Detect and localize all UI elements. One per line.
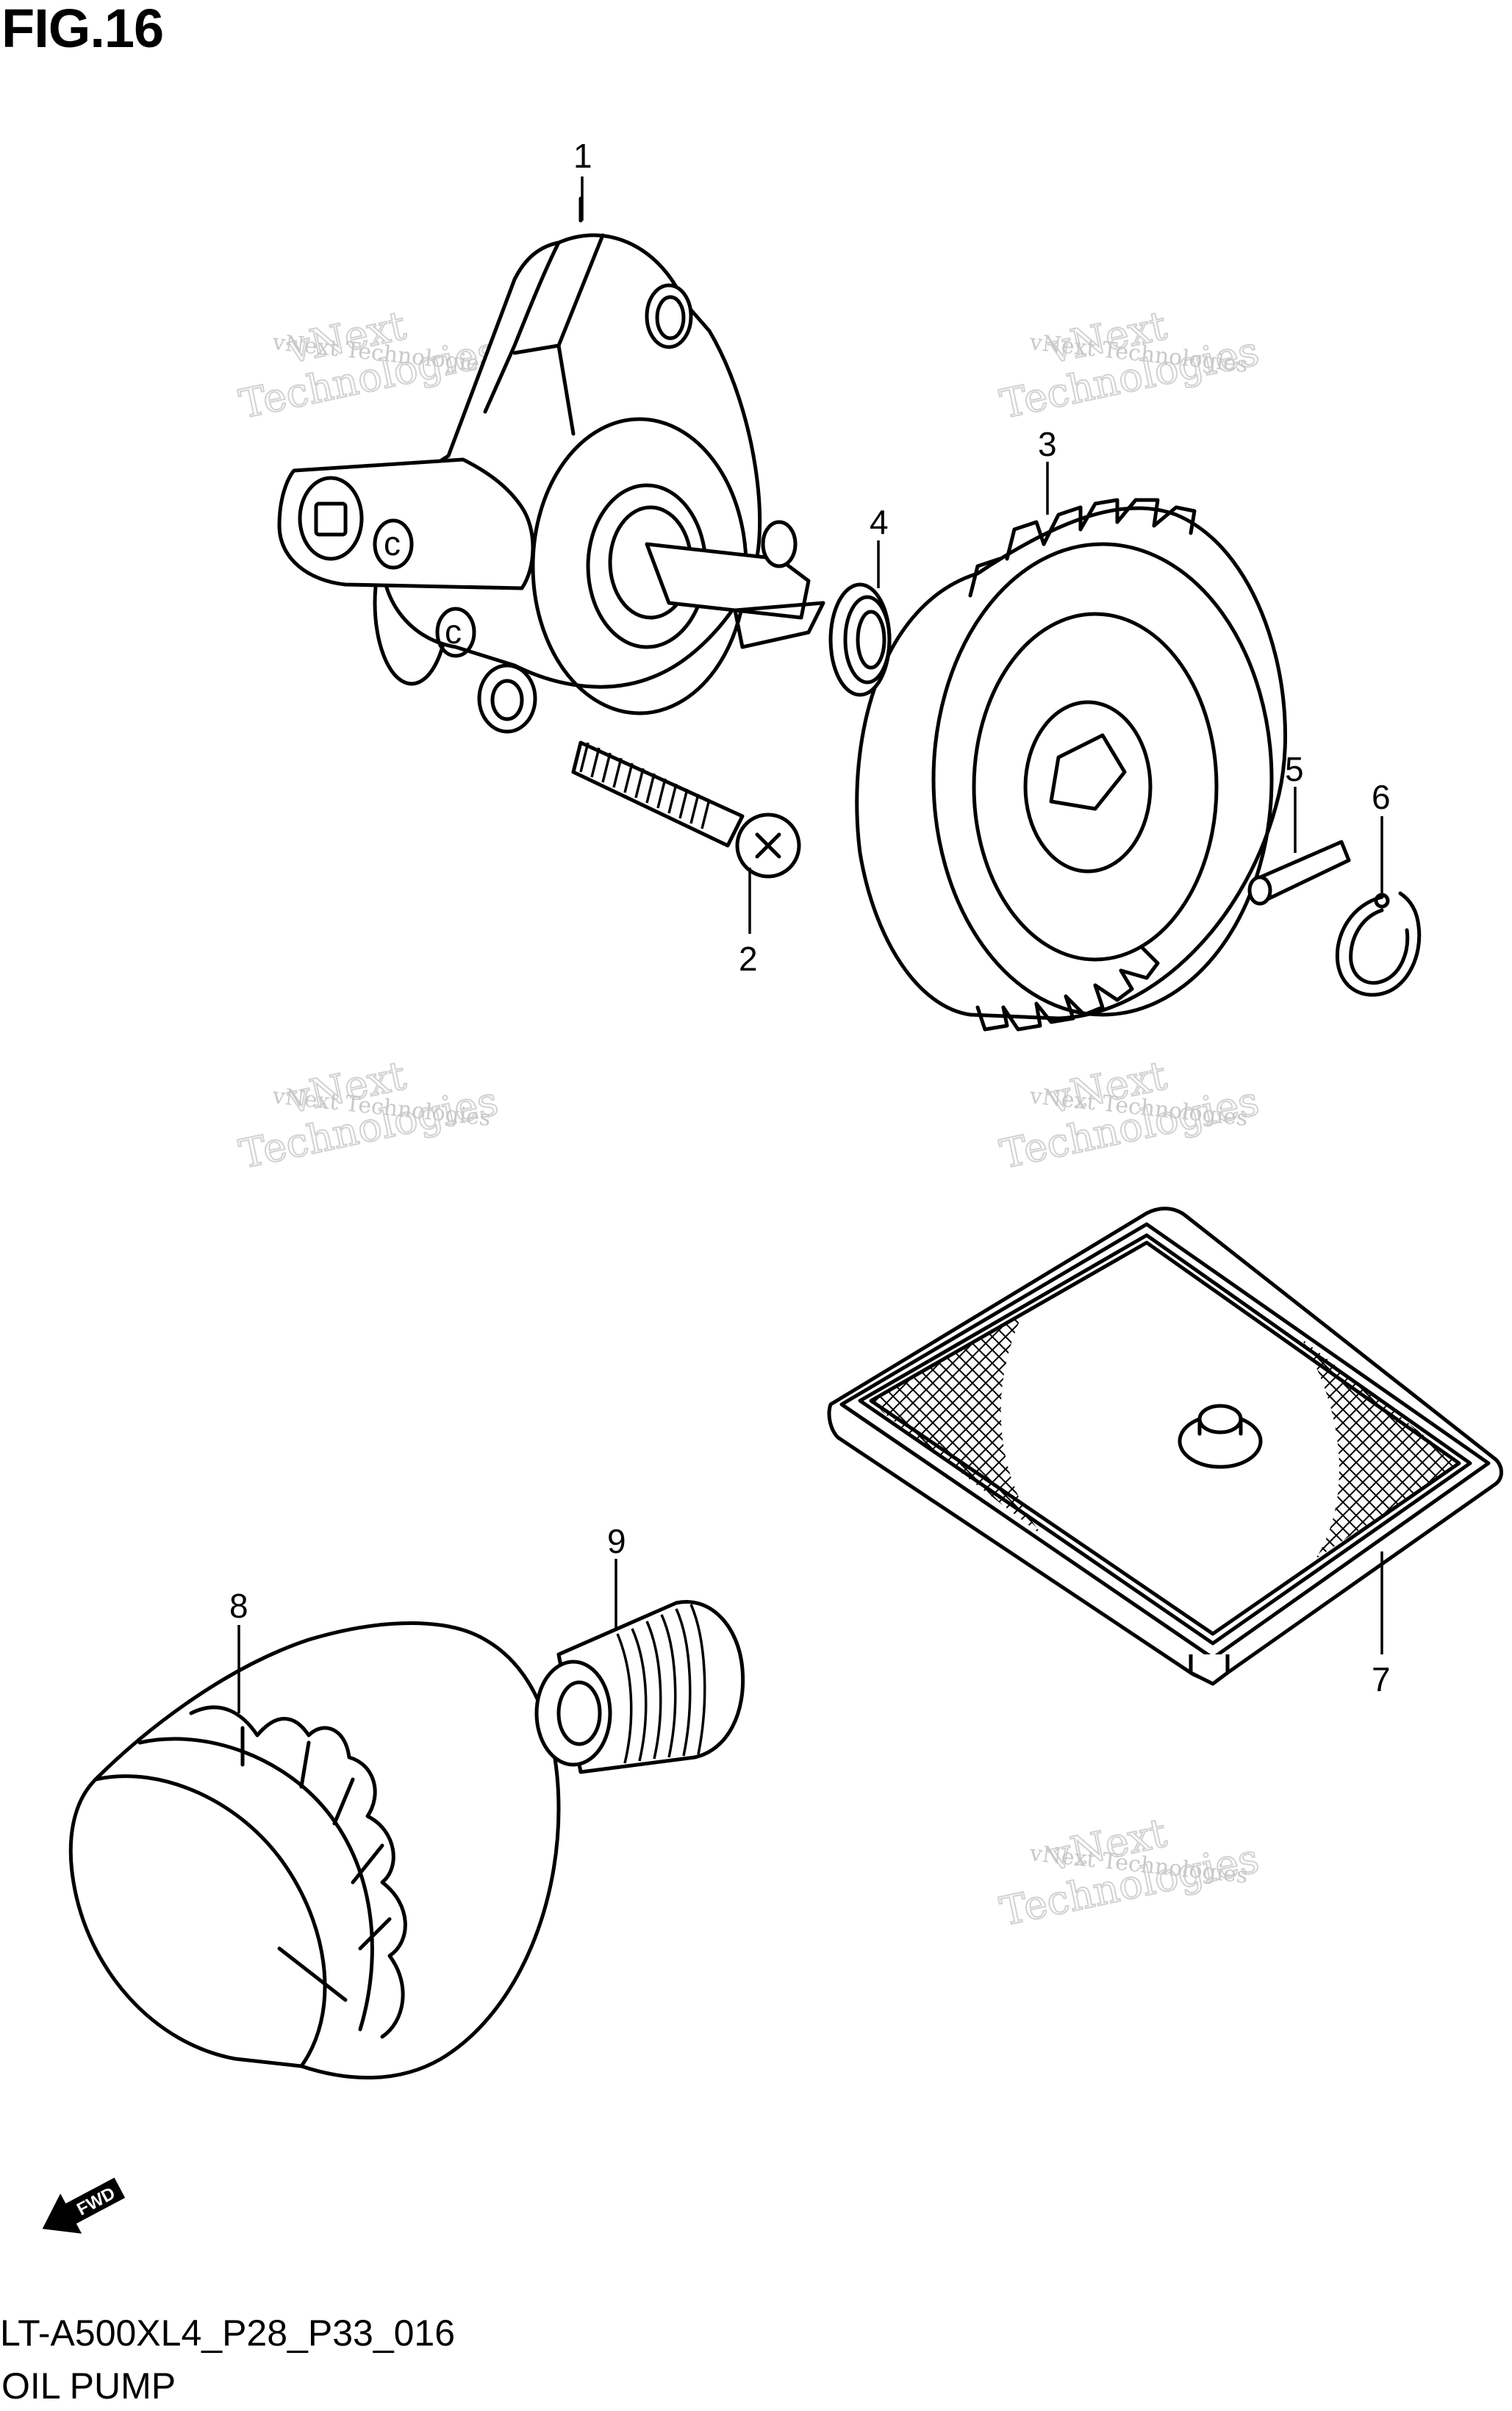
part-3-driven-gear[interactable]	[855, 498, 1287, 1032]
callout-1: 1	[573, 137, 592, 175]
callout-3: 3	[1038, 425, 1057, 463]
part-1-oil-pump-assembly[interactable]: c c	[277, 196, 825, 734]
callout-2: 2	[739, 940, 758, 978]
callout-8: 8	[229, 1587, 248, 1625]
callout-9: 9	[607, 1522, 626, 1560]
part-7-oil-strainer[interactable]	[827, 1207, 1503, 1686]
figure-title: FIG.16	[1, 0, 164, 59]
callout-6: 6	[1372, 778, 1391, 816]
part-6-circlip[interactable]	[1335, 891, 1422, 997]
fwd-arrow: FWD	[42, 2177, 126, 2234]
diagram-subtitle: OIL PUMP	[1, 2365, 176, 2407]
part-2-bolt[interactable]	[571, 740, 801, 879]
diagram-code: LT-A500XL4_P28_P33_016	[0, 2312, 456, 2354]
part-4-washer[interactable]	[828, 582, 892, 697]
callout-7: 7	[1372, 1660, 1391, 1699]
callout-4: 4	[870, 503, 889, 541]
leader-lines	[237, 176, 1383, 1713]
svg-text:c: c	[445, 612, 462, 651]
part-5-pin[interactable]	[1247, 840, 1351, 906]
part-8-oil-filter[interactable]	[68, 1621, 561, 2080]
svg-text:c: c	[384, 524, 401, 562]
part-9-union-bolt[interactable]	[534, 1600, 745, 1774]
callout-labels: 1 2 3 4 5 6 7 8 9	[229, 137, 1391, 1699]
callout-5: 5	[1285, 750, 1304, 788]
